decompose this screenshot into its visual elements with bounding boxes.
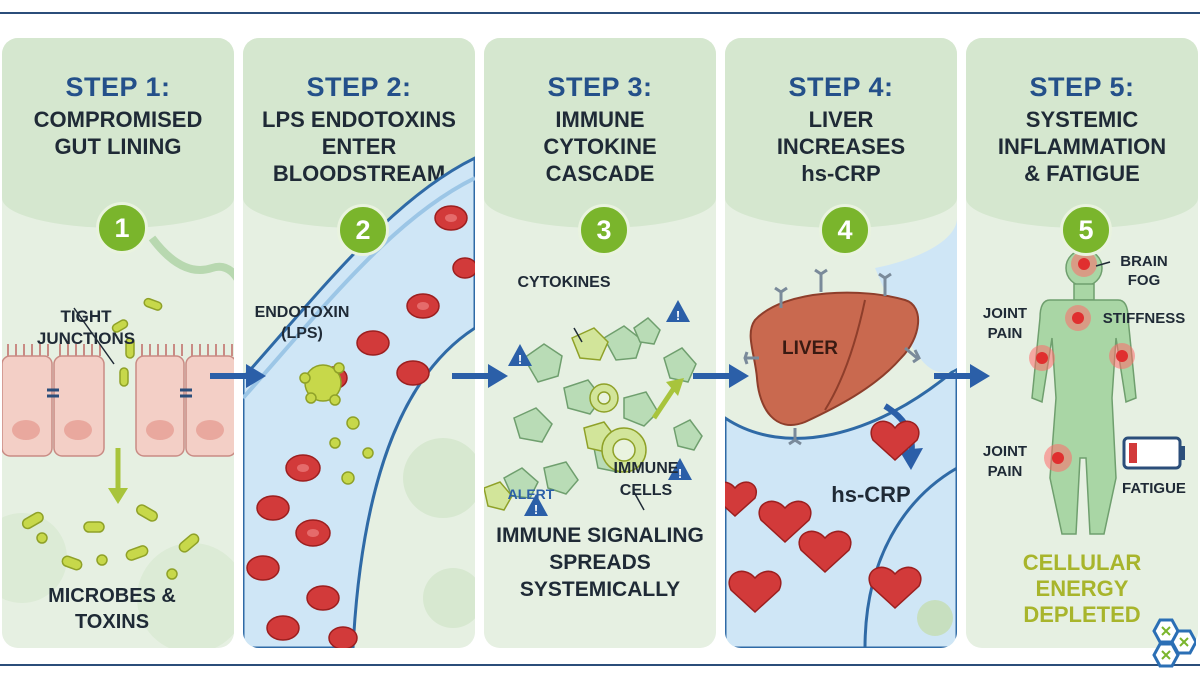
step-4-panel: STEP 4: LIVER INCREASES hs-CRP 4 LIVER h…: [725, 38, 957, 648]
bottom-rule: [0, 664, 1200, 666]
tight-junctions-label: TIGHT JUNCTIONS: [36, 307, 136, 348]
step-5-number-badge: 5: [1060, 204, 1112, 256]
step-2-title-line-1: LPS ENDOTOXINS: [262, 107, 456, 132]
step-3-title: IMMUNE CYTOKINE CASCADE: [490, 106, 710, 187]
step-4-header: [725, 38, 957, 228]
step-1-number-badge: 1: [96, 202, 148, 254]
joint-pain-lower-label: JOINT PAIN: [982, 443, 1028, 480]
cytokine-cascade-illustration: ! ! ! !: [484, 300, 703, 517]
alert-label: ALERT: [507, 486, 555, 502]
body-symptoms-illustration: [1029, 249, 1185, 535]
step-3-panel: ! ! ! ! STEP 3: IMMUNE CYTOKINE CASCADE …: [484, 38, 716, 648]
arrow-right-icon-2: [452, 364, 508, 388]
step-2-title-line-3: BLOODSTREAM: [272, 161, 446, 186]
joint-pain-upper-label: JOINT PAIN: [982, 305, 1028, 342]
step-5-title-line-1: SYSTEMIC: [1025, 107, 1139, 132]
step-3-title-line-3: CASCADE: [545, 161, 655, 186]
step-3-number-badge: 3: [578, 204, 630, 256]
svg-text:!: !: [518, 352, 522, 367]
arrow-right-icon-4: [934, 364, 990, 388]
step-5-title: SYSTEMIC INFLAMMATION & FATIGUE: [972, 106, 1192, 187]
hs-crp-label: hs-CRP: [831, 482, 911, 507]
top-rule: [0, 12, 1200, 14]
step-2-title-line-2: ENTER: [321, 134, 397, 159]
step-2-panel: STEP 2: LPS ENDOTOXINS ENTER BLOODSTREAM…: [243, 38, 475, 648]
arrow-right-icon-3: [693, 364, 749, 388]
step-2-label: STEP 2:: [306, 72, 412, 102]
step-1-title-line-1: COMPROMISED: [33, 107, 203, 132]
cytokines-label: CYTOKINES: [517, 274, 611, 291]
microbes-toxins-label: MICROBES & TOXINS: [48, 585, 176, 633]
gut-lining-illustration: [2, 235, 234, 648]
step-4-title-line-3: hs-CRP: [801, 161, 881, 186]
step-1-panel: STEP 1: COMPROMISED GUT LINING 1 TIGHT J…: [2, 38, 234, 648]
step-3-title-line-2: CYTOKINE: [543, 134, 657, 159]
step-5-title-line-2: INFLAMMATION: [997, 134, 1167, 159]
immune-signaling-label: IMMUNE SIGNALING SPREADS SYSTEMICALLY: [496, 524, 704, 601]
step-1-label: STEP 1:: [65, 72, 171, 102]
liver-label: LIVER: [782, 338, 838, 359]
hexagon-logo-icon: [1152, 618, 1196, 668]
step-2-title: LPS ENDOTOXINS ENTER BLOODSTREAM: [249, 106, 469, 187]
step-5-label: STEP 5:: [1029, 72, 1135, 102]
step-1-title-line-2: GUT LINING: [54, 134, 182, 159]
fatigue-label: FATIGUE: [1122, 480, 1186, 497]
stiffness-label: STIFFNESS: [1102, 310, 1186, 327]
step-5-panel: STEP 5: SYSTEMIC INFLAMMATION & FATIGUE …: [966, 38, 1198, 648]
step-4-number-badge: 4: [819, 204, 871, 256]
step-4-title-line-2: INCREASES: [776, 134, 906, 159]
energy-depleted-label: CELLULAR ENERGY DEPLETED: [1022, 550, 1142, 627]
svg-text:!: !: [534, 502, 538, 517]
endotoxin-label: ENDOTOXIN (LPS): [254, 304, 350, 342]
arrow-right-icon-1: [210, 364, 266, 388]
step-3-title-line-1: IMMUNE: [555, 107, 645, 132]
step-5-header: [966, 38, 1198, 228]
svg-text:!: !: [678, 466, 682, 481]
svg-text:!: !: [676, 308, 680, 323]
battery-icon: [1122, 436, 1185, 470]
bloodstream-illustration: [243, 156, 475, 648]
liver-illustration: [725, 218, 957, 648]
step-1-header: [2, 38, 234, 228]
step-4-title-line-1: LIVER: [808, 107, 874, 132]
step-3-header: [484, 38, 716, 228]
step-3-label: STEP 3:: [547, 72, 653, 102]
step-2-number-badge: 2: [337, 204, 389, 256]
step-4-title: LIVER INCREASES hs-CRP: [731, 106, 951, 187]
immune-cells-label: IMMUNE CELLS: [613, 460, 679, 499]
step-4-label: STEP 4:: [788, 72, 894, 102]
step-5-title-line-3: & FATIGUE: [1024, 161, 1140, 186]
brain-fog-label: BRAIN FOG: [1120, 253, 1168, 289]
step-1-title: COMPROMISED GUT LINING: [8, 106, 228, 160]
